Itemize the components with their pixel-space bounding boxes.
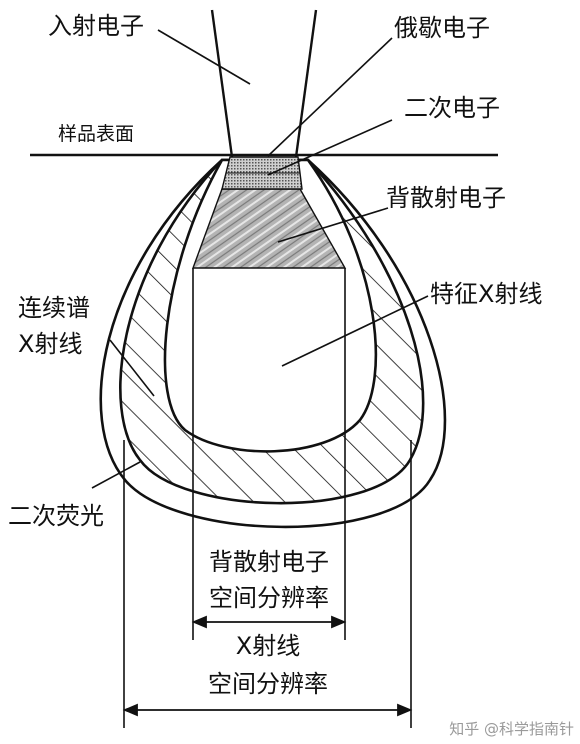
xray-arrowhead-right (397, 703, 413, 717)
bse-arrowhead-left (191, 615, 207, 629)
bse-arrowhead-right (331, 615, 347, 629)
label-secondary-electron: 二次电子 (404, 94, 500, 122)
xray-arrowhead-left (122, 703, 138, 717)
label-backscattered-electron: 背散射电子 (386, 184, 506, 212)
leader-backscatter (277, 207, 389, 243)
label-characteristic-xray: 特征X射线 (430, 280, 542, 308)
leader-auger (267, 37, 393, 157)
leader-characteristic (281, 295, 429, 367)
label-incident-electron: 入射电子 (48, 12, 144, 40)
label-xray-resolution-2: 空间分辨率 (208, 670, 328, 698)
label-continuum-line1: 连续谱 (18, 294, 90, 322)
label-bse-resolution-1: 背散射电子 (209, 548, 329, 576)
incident-beam-left (210, 9, 234, 158)
label-auger-electron: 俄歇电子 (394, 14, 490, 42)
leader-incident (157, 29, 251, 85)
label-secondary-fluorescence: 二次荧光 (8, 502, 104, 530)
label-sample-surface: 样品表面 (58, 123, 134, 145)
leader-secondary (267, 119, 393, 176)
label-continuum-line2: X射线 (18, 330, 82, 358)
leader-continuum (109, 339, 155, 397)
watermark: 知乎 @科学指南针 (449, 720, 574, 738)
leader-fluorescence (91, 461, 141, 489)
incident-beam-right (294, 9, 318, 158)
label-xray-resolution-1: X射线 (236, 632, 300, 660)
label-bse-resolution-2: 空间分辨率 (209, 584, 329, 612)
